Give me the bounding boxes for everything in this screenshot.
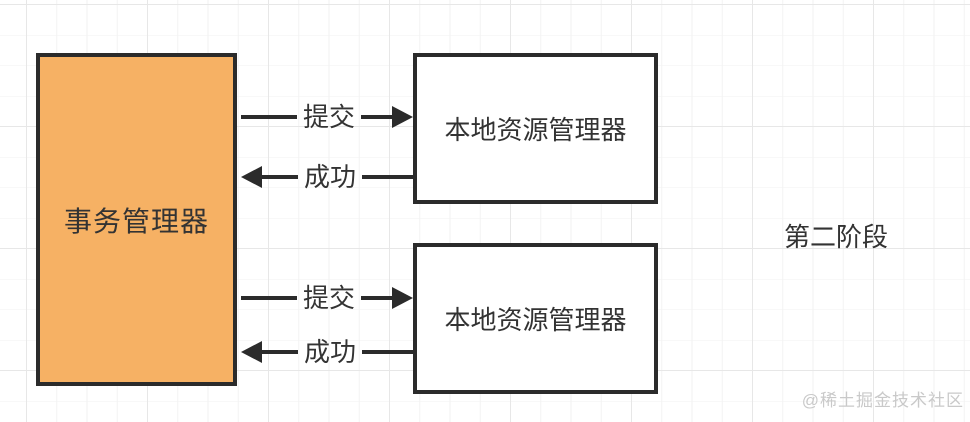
edge-success-bottom-label: 成功 bbox=[303, 337, 356, 367]
edge-success-top-label: 成功 bbox=[303, 162, 356, 192]
edge-line-segment bbox=[361, 115, 392, 119]
node-local-resource-manager-bottom: 本地资源管理器 bbox=[413, 243, 658, 394]
node-transaction-manager-label: 事务管理器 bbox=[63, 205, 209, 237]
arrowhead-right-icon bbox=[392, 106, 413, 128]
arrowhead-left-icon bbox=[241, 166, 262, 188]
phase-annotation: 第二阶段 bbox=[783, 222, 888, 252]
edge-commit-top: 提交 bbox=[241, 97, 413, 137]
node-local-resource-manager-top: 本地资源管理器 bbox=[413, 53, 658, 204]
edge-success-bottom: 成功 bbox=[241, 332, 413, 372]
node-transaction-manager: 事务管理器 bbox=[36, 53, 237, 386]
edge-commit-bottom: 提交 bbox=[241, 278, 413, 318]
watermark-text: @稀土掘金技术社区 bbox=[801, 391, 964, 410]
edge-success-top: 成功 bbox=[241, 157, 413, 197]
edge-line-segment bbox=[362, 175, 413, 179]
node-local-resource-manager-bottom-label: 本地资源管理器 bbox=[444, 305, 627, 335]
edge-line-segment bbox=[241, 115, 297, 119]
edge-commit-bottom-label: 提交 bbox=[302, 283, 355, 313]
arrowhead-right-icon bbox=[392, 287, 413, 309]
arrowhead-left-icon bbox=[241, 341, 262, 363]
edge-commit-top-label: 提交 bbox=[302, 102, 355, 132]
edge-line-segment bbox=[262, 175, 298, 179]
edge-line-segment bbox=[241, 296, 297, 300]
edge-line-segment bbox=[362, 350, 413, 354]
edge-line-segment bbox=[262, 350, 298, 354]
node-local-resource-manager-top-label: 本地资源管理器 bbox=[444, 115, 627, 145]
edge-line-segment bbox=[361, 296, 392, 300]
